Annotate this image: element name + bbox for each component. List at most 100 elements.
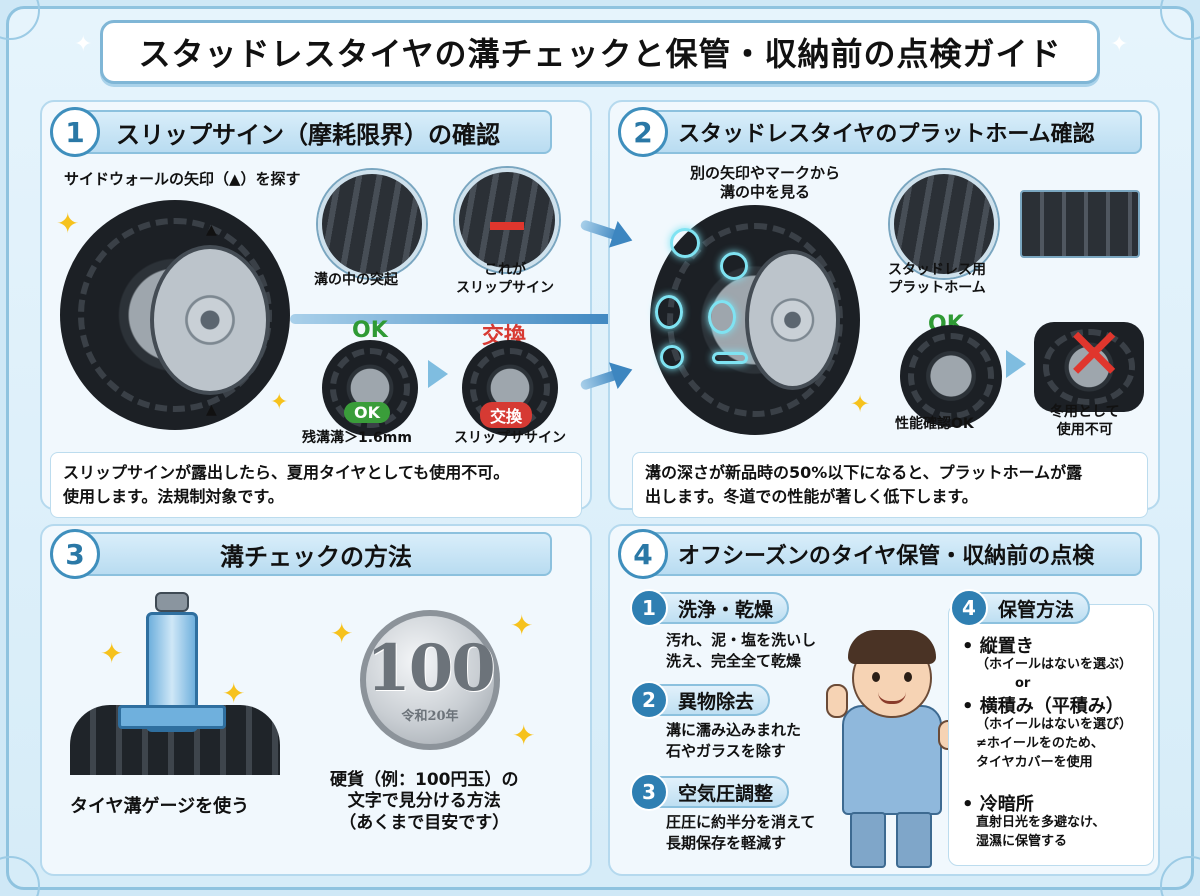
- section-1-number: 1: [50, 107, 100, 157]
- storage-number: 4: [950, 589, 988, 627]
- wheel-rim: [150, 245, 270, 395]
- section-2-number: 2: [618, 107, 668, 157]
- storage-item-label: 冷暗所: [979, 794, 1034, 815]
- ok-caption: 残溝溝＞1.6mm: [302, 430, 412, 446]
- step-1-number: 1: [630, 589, 668, 627]
- step-3-text: 圧圧に約半分を消えて 長期保存を軽減す: [666, 813, 816, 852]
- worn-studless-image: [1034, 322, 1144, 412]
- platform-closeup-image: [1020, 190, 1140, 258]
- storage-title: 保管方法: [998, 598, 1075, 621]
- sparkle-icon: ✦: [330, 617, 354, 650]
- storage-item-vertical-note: （ホイールはないを選ぶ） or: [976, 657, 1133, 691]
- mechanic-eye: [904, 672, 912, 682]
- slip-sign-label: これが スリップサイン: [456, 262, 554, 296]
- section-4-header: オフシーズンのタイヤ保管・収納前の点検: [648, 532, 1142, 576]
- storage-item-label: 横積み（平積み）: [979, 696, 1124, 717]
- wheel-rim: [745, 250, 840, 390]
- step-3-pill: 3 空気圧調整: [630, 773, 790, 811]
- section-2-header: スタッドレスタイヤのプラットホーム確認: [648, 110, 1142, 154]
- storage-item-flat-note: （ホイールはないを選び） ≠ホイールをのため、 タイヤカバーを使用: [976, 717, 1133, 770]
- section-1-header: スリップサイン（摩耗限界）の確認: [80, 110, 552, 154]
- mechanic-smile: [878, 692, 906, 704]
- section-3-header: 溝チェックの方法: [80, 532, 552, 576]
- sparkle-icon: ✦: [270, 390, 289, 415]
- step-1-text: 汚れ、泥・塩を洗いし 洗え、完全全て乾燥: [666, 631, 817, 670]
- worn-tire-image: [462, 340, 558, 436]
- section-1-title: スリップサイン（摩耗限界）の確認: [116, 120, 500, 149]
- storage-item-cool-dark-note: 直射日光を多避なけ、 湿濕に保管する: [976, 815, 1106, 849]
- ok-tire-image: [900, 325, 1002, 427]
- coin-caption: 硬貨（例：100円玉）の 文字で見分ける方法 （あくまで目安です）: [330, 770, 519, 833]
- section-4-title: オフシーズンのタイヤ保管・収納前の点検: [678, 544, 1095, 569]
- title-banner: スタッドレスタイヤの溝チェックと保管・収納前の点検ガイド: [100, 20, 1100, 84]
- groove-bump-label: 溝の中の突起: [314, 272, 398, 288]
- step-2-number: 2: [630, 681, 668, 719]
- coin-value: 100: [366, 630, 496, 706]
- ok-heading: OK: [352, 318, 388, 343]
- step-2-title: 異物除去: [678, 690, 755, 713]
- gauge-caption: タイヤ溝ゲージを使う: [70, 796, 250, 817]
- platform-highlight: [708, 300, 736, 334]
- storage-item-flat: • 横積み（平積み）: [962, 696, 1124, 717]
- mechanic-hand: [826, 684, 848, 718]
- sparkle-icon: ✦: [74, 32, 93, 57]
- sparkle-icon: ✦: [512, 719, 536, 752]
- performance-ok-caption: 性能確認OK: [895, 416, 974, 432]
- coin-100-yen-image: 100 令和20年: [360, 610, 500, 750]
- triangle-mark-icon: ▲: [206, 222, 217, 238]
- page-title: スタッドレスタイヤの溝チェックと保管・収納前の点検ガイド: [138, 35, 1062, 73]
- arrow-right-icon: [428, 360, 448, 388]
- not-usable-caption: 冬用として 使用不可: [1050, 404, 1120, 438]
- groove-zoom-image: [318, 170, 426, 278]
- sparkle-icon: ✦: [1110, 32, 1129, 57]
- step-2-text: 溝に濡み込みまれた 石やガラスを除す: [666, 721, 802, 760]
- slip-sign-zoom-image: [455, 168, 559, 272]
- mechanic-eye: [872, 672, 880, 682]
- slip-sign-marker: [490, 222, 524, 230]
- sparkle-icon: ✦: [222, 677, 246, 710]
- platform-highlight: [655, 295, 683, 329]
- storage-item-vertical: • 縦置き: [962, 636, 1034, 657]
- section-4-number: 4: [618, 529, 668, 579]
- flow-arrow: [290, 305, 634, 333]
- cross-mark-icon: ✕: [1064, 312, 1125, 396]
- platform-highlight: [660, 345, 684, 369]
- step-1-title: 洗浄・乾燥: [678, 598, 774, 621]
- section-2-note: 溝の深さが新品時の50%以下になると、プラットホームが露 出します。冬道での性能…: [632, 452, 1148, 518]
- platform-label: スタッドレス用 プラットホーム: [888, 262, 986, 296]
- mechanic-hair: [848, 630, 936, 664]
- platform-zoom-image: [890, 170, 998, 278]
- sparkle-icon: ✦: [56, 207, 80, 240]
- arrow-right-icon: [1006, 350, 1026, 378]
- storage-method-box: [948, 604, 1154, 866]
- coin-era-text: 令和20年: [401, 708, 459, 724]
- gauge-base: [118, 705, 226, 729]
- step-3-number: 3: [630, 773, 668, 811]
- gauge-knob: [155, 592, 189, 612]
- platform-highlight: [720, 252, 748, 280]
- sidewall-arrow-label: サイドウォールの矢印（▲）を探す: [64, 170, 301, 188]
- storage-pill: 4 保管方法: [950, 589, 1091, 627]
- triangle-mark-icon: ▲: [206, 402, 217, 418]
- mechanic-leg: [850, 812, 886, 868]
- sparkle-icon: ✦: [850, 390, 871, 418]
- platform-highlight: [670, 228, 700, 258]
- replace-caption: スリップササイン: [454, 430, 566, 446]
- storage-item-label: 縦置き: [979, 636, 1034, 657]
- look-inside-label: 別の矢印やマークから 溝の中を見る: [690, 164, 841, 201]
- corner-ornament: [1160, 856, 1200, 896]
- sparkle-icon: ✦: [510, 609, 534, 642]
- step-3-title: 空気圧調整: [678, 782, 774, 805]
- section-3-panel: [40, 524, 592, 876]
- mechanic-body: [842, 705, 942, 815]
- section-3-number: 3: [50, 529, 100, 579]
- replace-badge: 交換: [480, 402, 533, 428]
- section-3-title: 溝チェックの方法: [220, 542, 412, 571]
- storage-item-cool-dark: • 冷暗所: [962, 794, 1034, 815]
- section-1-note: スリップサインが露出したら、夏用タイヤとしても使用不可。 使用します。法規制対象…: [50, 452, 582, 518]
- platform-highlight: [712, 352, 748, 364]
- step-1-pill: 1 洗浄・乾燥: [630, 589, 790, 627]
- sparkle-icon: ✦: [100, 637, 124, 670]
- ok-badge: OK: [344, 402, 390, 423]
- mechanic-leg: [896, 812, 932, 868]
